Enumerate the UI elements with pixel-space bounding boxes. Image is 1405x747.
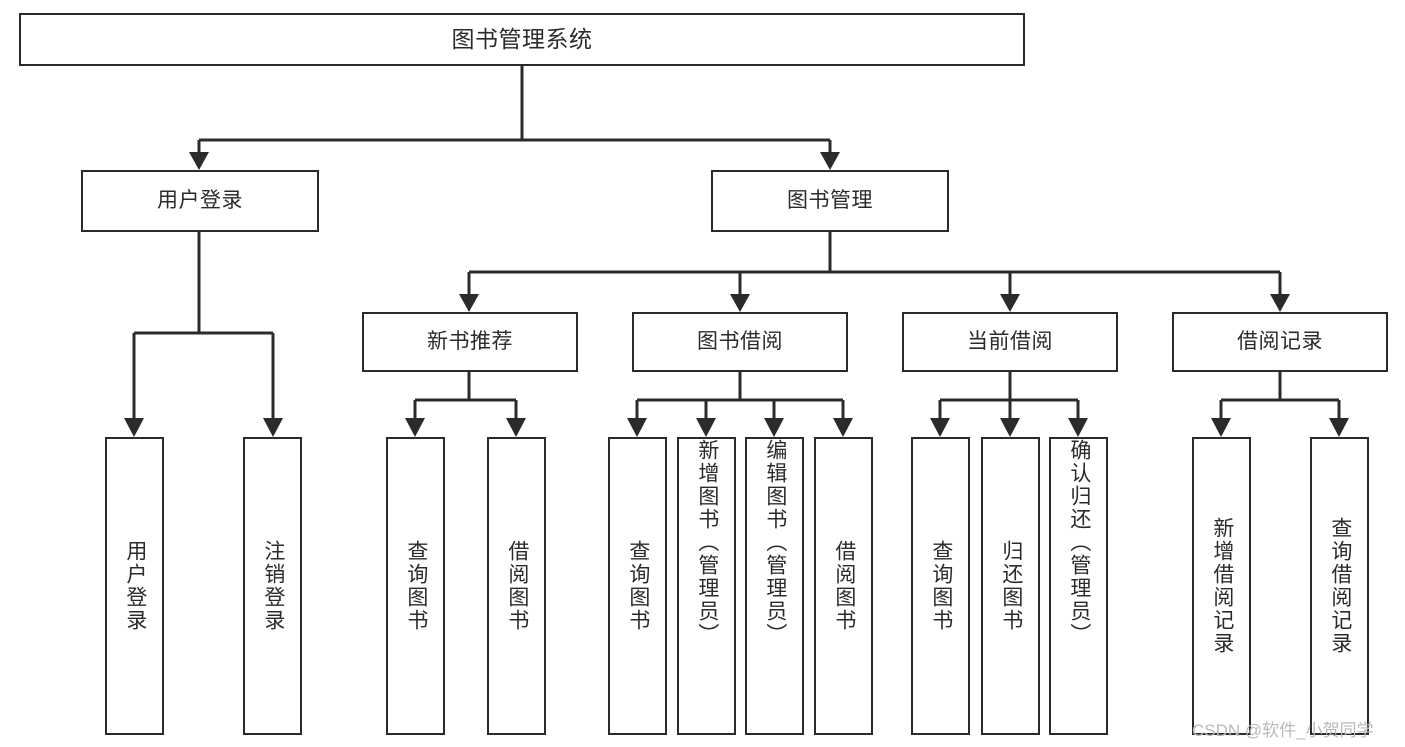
leaf-query-book-current[interactable]: 查询图书	[911, 437, 970, 735]
node-book-borrow[interactable]: 图书借阅	[632, 312, 848, 372]
node-label: 查询图书	[626, 540, 650, 632]
leaf-borrow-book[interactable]: 借阅图书	[814, 437, 873, 735]
leaf-query-book-recommend[interactable]: 查询图书	[386, 437, 445, 735]
node-user-login[interactable]: 用户登录	[81, 170, 319, 232]
leaf-edit-book-admin[interactable]: 编辑图书（管理员）	[745, 437, 804, 735]
node-label: 查询图书	[929, 540, 953, 632]
node-book-management[interactable]: 图书管理	[711, 170, 949, 232]
node-label: 查询借阅记录	[1328, 517, 1352, 655]
leaf-query-book-borrow[interactable]: 查询图书	[608, 437, 667, 735]
leaf-return-book[interactable]: 归还图书	[981, 437, 1040, 735]
node-label: 当前借阅	[967, 329, 1053, 353]
node-label: 借阅图书	[505, 540, 529, 632]
node-new-book-recommend[interactable]: 新书推荐	[362, 312, 578, 372]
leaf-user-logout[interactable]: 注销登录	[243, 437, 302, 735]
leaf-query-borrow-record[interactable]: 查询借阅记录	[1310, 437, 1369, 735]
node-label: 新增借阅记录	[1210, 517, 1234, 655]
leaf-add-borrow-record[interactable]: 新增借阅记录	[1192, 437, 1251, 735]
node-label: 注销登录	[261, 540, 285, 632]
node-label: 图书管理系统	[451, 26, 593, 53]
node-label: 新增图书（管理员）	[695, 439, 719, 646]
node-label: 编辑图书（管理员）	[763, 439, 787, 646]
node-current-borrow[interactable]: 当前借阅	[902, 312, 1118, 372]
leaf-user-login[interactable]: 用户登录	[105, 437, 164, 735]
node-label: 查询图书	[404, 540, 428, 632]
node-label: 归还图书	[999, 540, 1023, 632]
leaf-add-book-admin[interactable]: 新增图书（管理员）	[677, 437, 736, 735]
node-label: 图书管理	[787, 188, 873, 212]
node-book-management-system[interactable]: 图书管理系统	[19, 13, 1025, 66]
node-label: 用户登录	[123, 540, 147, 632]
node-label: 新书推荐	[427, 329, 513, 353]
node-label: 用户登录	[157, 188, 243, 212]
node-label: 图书借阅	[697, 329, 783, 353]
node-label: 借阅记录	[1237, 329, 1323, 353]
node-label: 借阅图书	[832, 540, 856, 632]
arrowheads	[124, 152, 1349, 437]
leaf-confirm-return-admin[interactable]: 确认归还（管理员）	[1049, 437, 1108, 735]
leaf-borrow-book-recommend[interactable]: 借阅图书	[487, 437, 546, 735]
node-label: 确认归还（管理员）	[1067, 439, 1091, 646]
node-borrow-record[interactable]: 借阅记录	[1172, 312, 1388, 372]
